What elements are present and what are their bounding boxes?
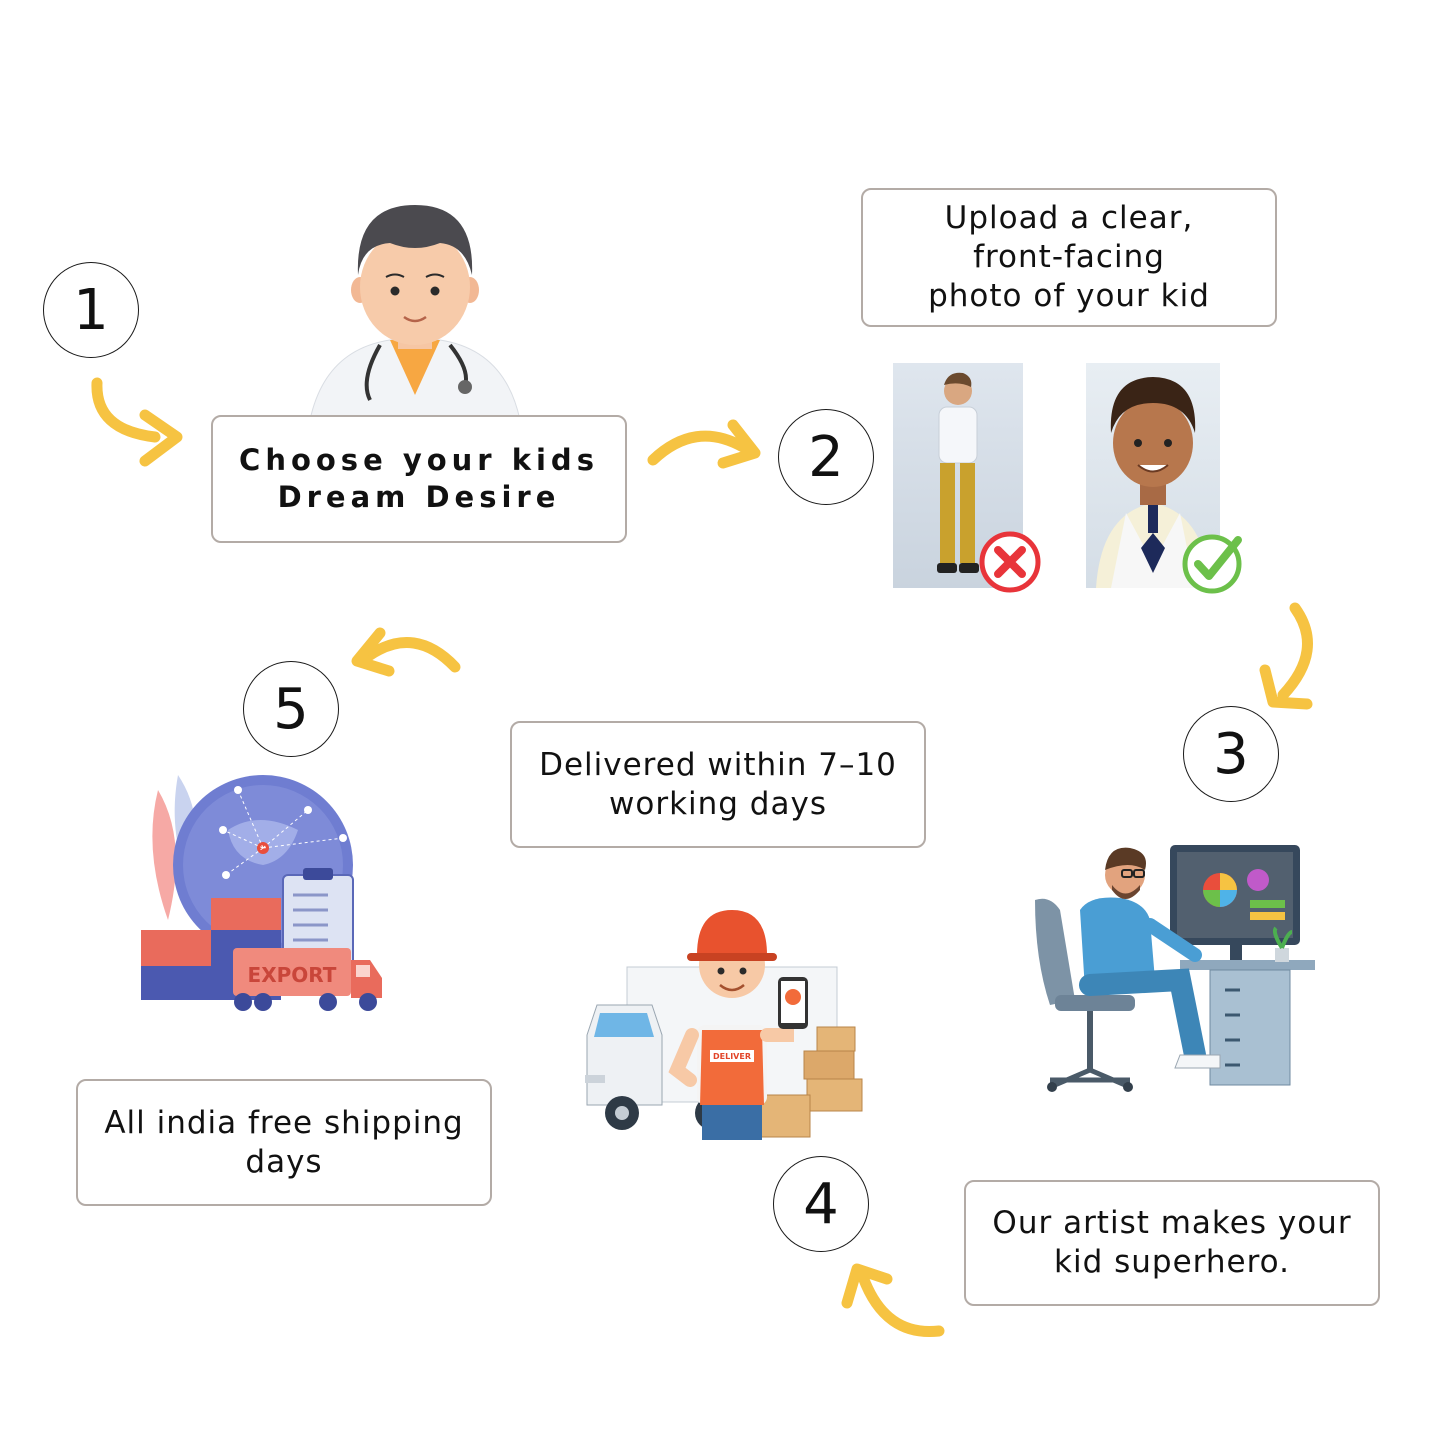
step-5-line-2: days xyxy=(245,1143,323,1180)
delivery-illustration: DELIVER xyxy=(585,910,863,1140)
arrow-3-to-4 xyxy=(841,1263,945,1338)
step-5-label-box: All india free shipping days xyxy=(76,1079,492,1206)
step-3-line-2: kid superhero. xyxy=(1054,1244,1290,1280)
step-3-label-box: Our artist makes your kid superhero. xyxy=(964,1180,1380,1306)
doctor-illustration xyxy=(309,205,521,421)
arrow-4-to-5 xyxy=(351,627,461,677)
photo-front-facing-good xyxy=(1086,363,1220,588)
arrow-1-to-2 xyxy=(647,419,761,469)
step-2-line-3: photo of your kid xyxy=(928,278,1210,314)
step-4-line-1: Delivered within 7–10 xyxy=(539,746,897,783)
step-2-number: 2 xyxy=(778,409,874,505)
step-3-number: 3 xyxy=(1183,706,1279,802)
check-icon xyxy=(1182,534,1242,594)
step-1-line-1: Choose your kids xyxy=(239,443,599,477)
step-5-number: 5 xyxy=(243,661,339,757)
step-4-label-box: Delivered within 7–10 working days xyxy=(510,721,926,848)
arrow-1-to-box xyxy=(91,377,183,467)
step-1-label-box: Choose your kids Dream Desire xyxy=(211,415,627,543)
step-2-line-1: Upload a clear, xyxy=(944,200,1194,236)
step-2-line-2: front-facing xyxy=(973,239,1165,275)
step-5-line-1: All india free shipping xyxy=(104,1104,464,1141)
step-2-label-box: Upload a clear, front-facing photo of yo… xyxy=(861,188,1277,327)
deliver-label: DELIVER xyxy=(713,1052,751,1061)
photo-full-body-bad xyxy=(893,363,1023,588)
export-label: EXPORT xyxy=(248,963,337,987)
step-1-number: 1 xyxy=(43,262,139,358)
step-3-line-1: Our artist makes your xyxy=(992,1205,1352,1241)
cross-icon xyxy=(979,531,1041,593)
arrow-2-to-3 xyxy=(1259,602,1313,710)
step-1-line-2: Dream Desire xyxy=(277,480,561,514)
step-4-number: 4 xyxy=(773,1156,869,1252)
step-4-line-2: working days xyxy=(609,785,827,822)
artist-illustration xyxy=(1035,845,1315,1092)
export-illustration: EXPORT xyxy=(141,775,382,1011)
